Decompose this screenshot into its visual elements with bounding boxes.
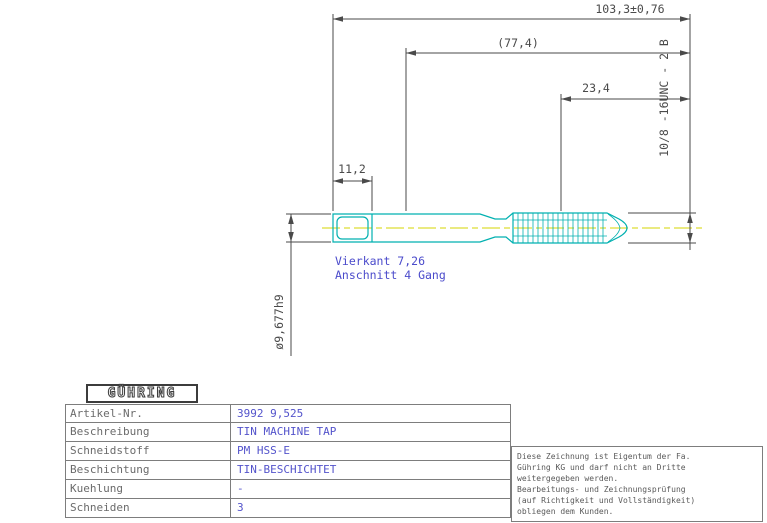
row-label: Beschreibung [66,423,231,441]
notice-line: obliegen dem Kunden. [517,507,614,516]
table-row-kuehlung: Kuehlung - [65,480,511,499]
table-row-schneiden: Schneiden 3 [65,499,511,518]
guehring-logo: GÜHRING [86,384,198,403]
annotation-notes: Vierkant 7,26 Anschnitt 4 Gang [335,254,446,282]
dimension-lines [286,14,696,356]
row-label: Schneidstoff [66,442,231,460]
table-row-schneidstoff: Schneidstoff PM HSS-E [65,442,511,461]
row-value: - [237,482,244,495]
row-label: Beschichtung [66,461,231,479]
dim-thread-designation: 10/8 -16UNC - 2 B [657,39,671,157]
row-value: 3 [237,501,244,514]
tap-outline [332,212,628,244]
dimension-arrowheads [288,16,693,243]
notice-line: Bearbeitungs- und Zeichnungsprüfung [517,485,686,494]
row-value: TIN MACHINE TAP [237,425,337,438]
table-row-beschichtung: Beschichtung TIN-BESCHICHTET [65,461,511,480]
note-chamfer: Anschnitt 4 Gang [335,268,446,282]
row-value: TIN-BESCHICHTET [237,463,337,476]
dim-thread-length: 23,4 [582,81,610,95]
ownership-notice: Diese Zeichnung ist Eigentum der Fa. Güh… [511,446,763,522]
table-row-beschreibung: Beschreibung TIN MACHINE TAP [65,423,511,442]
notice-line: Gühring KG und darf nicht an Dritte [517,463,686,472]
spiral-point-tip [607,213,621,243]
dim-overall-length: 103,3±0,76 [595,2,664,16]
row-label: Artikel-Nr. [66,405,231,422]
row-label: Kuehlung [66,480,231,498]
notice-line: (auf Richtigkeit und Vollständigkeit) [517,496,696,505]
logo-row: GÜHRING [65,384,511,404]
notice-line: weitergegeben werden. [517,474,619,483]
row-value: 3992 9,525 [237,407,304,420]
dimension-texts: 103,3±0,76 (77,4) 23,4 11,2 ø9,677h9 10/… [272,2,671,350]
thread-ticks [517,213,604,243]
table-row-artikel: Artikel-Nr. 3992 9,525 [65,404,511,423]
row-label: Schneiden [66,499,231,517]
dim-shank-diameter: ø9,677h9 [272,294,286,349]
row-value: PM HSS-E [237,444,290,457]
dim-square-length: 11,2 [338,162,366,176]
notice-line: Diese Zeichnung ist Eigentum der Fa. [517,452,691,461]
title-block-table: GÜHRING Artikel-Nr. 3992 9,525 Beschreib… [65,384,511,518]
square-drive-flats [336,216,369,240]
dim-reference-length: (77,4) [497,36,539,50]
note-square: Vierkant 7,26 [335,254,425,268]
